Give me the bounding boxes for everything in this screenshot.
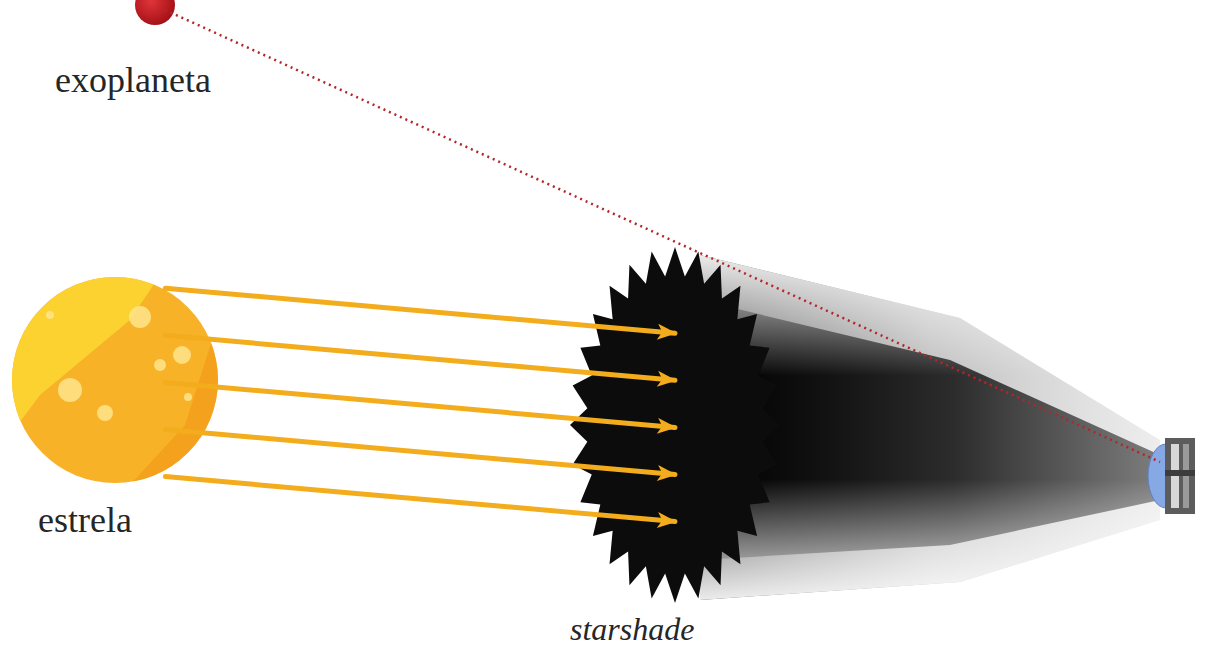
- light-ray-arrow: [165, 335, 675, 380]
- line-of-sight: [165, 10, 1160, 462]
- star-node: estrela: [10, 275, 225, 550]
- starshade-shape: [570, 247, 780, 603]
- starshade-node: starshade: [565, 245, 790, 661]
- exoplanet-node: exoplaneta: [50, 0, 270, 105]
- node-label: estrela: [38, 500, 132, 541]
- light-ray-arrow: [165, 288, 675, 333]
- exoplanet-disc: [135, 0, 175, 25]
- shadow-cone: [700, 255, 1160, 600]
- light-ray-arrow: [165, 430, 675, 475]
- shadow-cone-core: [700, 300, 1160, 560]
- star-disc: [10, 275, 220, 485]
- node-shape: [565, 245, 790, 661]
- node-label: exoplaneta: [55, 60, 211, 101]
- light-ray-arrow: [165, 477, 675, 522]
- shadow-cone-feather: [700, 255, 1160, 600]
- light-ray-arrow: [165, 382, 675, 427]
- telescope-symbol: [1148, 438, 1195, 514]
- node-label: starshade: [570, 611, 694, 648]
